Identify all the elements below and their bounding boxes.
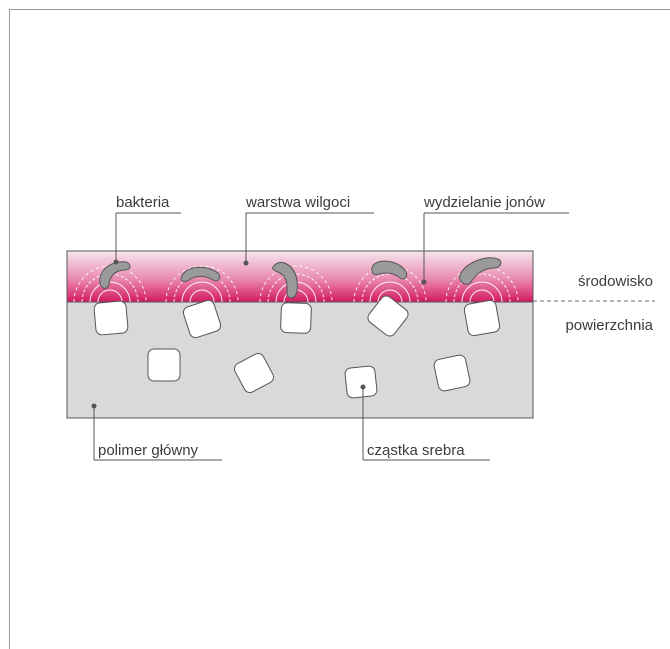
label-silver-particle: cząstka srebra <box>367 442 465 459</box>
label-bacteria: bakteria <box>116 194 170 211</box>
label-environment: środowisko <box>578 273 653 290</box>
silver-particle <box>182 299 222 339</box>
silver-particle <box>433 354 471 392</box>
bacterium <box>371 260 408 280</box>
silver-particle <box>93 300 129 336</box>
silver-particles <box>93 295 501 399</box>
bacterium <box>272 261 298 299</box>
leader-dots <box>91 259 427 409</box>
leader-lines <box>93 212 569 461</box>
bacterium <box>180 266 221 282</box>
silver-particle <box>147 348 181 382</box>
bacterium <box>459 257 502 285</box>
label-surface: powierzchnia <box>565 317 653 334</box>
label-moisture-layer: warstwa wilgoci <box>245 194 350 211</box>
silver-particle <box>280 302 312 334</box>
silver-particle <box>233 352 275 394</box>
figure-frame <box>9 9 670 649</box>
label-main-polymer: polimer główny <box>98 442 199 459</box>
silver-ion-diagram: bakteria warstwa wilgoci wydzielanie jon… <box>66 194 655 461</box>
silver-particle <box>344 365 378 399</box>
label-ion-release: wydzielanie jonów <box>423 194 545 211</box>
silver-particle <box>367 295 409 337</box>
silver-particle <box>463 299 501 337</box>
bacteria-group <box>99 257 502 299</box>
